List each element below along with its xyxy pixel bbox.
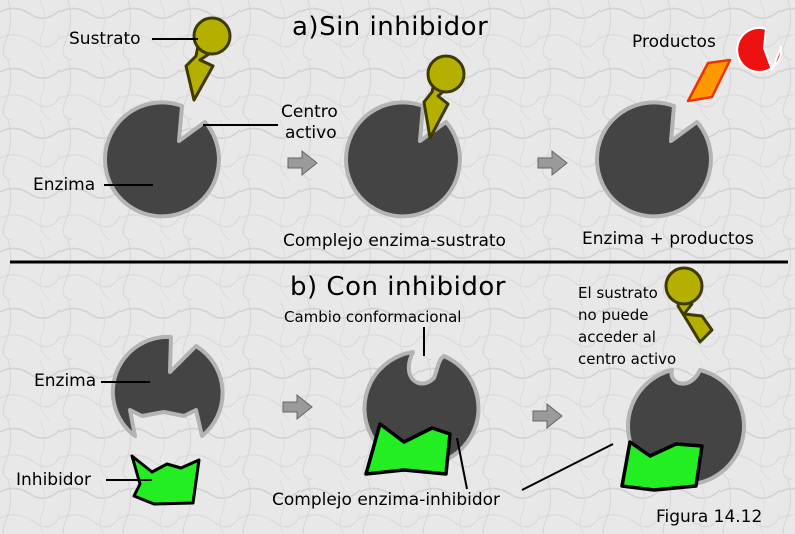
panel-a-title: a)Sin inhibidor [292, 12, 489, 42]
note-line-1: El sustrato [578, 284, 658, 302]
inhibitor-bound [620, 440, 704, 492]
leader-complejo-1 [456, 437, 468, 490]
label-activo: activo [285, 123, 337, 143]
figure-label: Figura 14.12 [656, 507, 763, 527]
inhibitor-bound [364, 422, 452, 476]
substrate-bound [422, 54, 466, 140]
inhibitor-shape [130, 454, 201, 506]
process-arrow-icon [282, 393, 313, 421]
label-inhibidor: Inhibidor [16, 470, 91, 490]
leader-complejo-2 [521, 443, 614, 491]
process-arrow-icon [532, 402, 563, 430]
note-line-4: centro activo [578, 350, 677, 368]
enzyme-released [594, 100, 713, 219]
label-centro: Centro [281, 102, 338, 122]
label-enzima-a: Enzima [33, 175, 96, 195]
substrate-blocked [664, 266, 714, 344]
label-enzima-b: Enzima [34, 371, 97, 391]
label-productos: Productos [632, 32, 716, 52]
product-shape-orange [686, 58, 732, 103]
caption-enzima-productos: Enzima + productos [582, 229, 754, 249]
process-arrow-icon [287, 149, 318, 177]
enzyme-substrate-complex [343, 100, 462, 219]
caption-complejo-sustrato: Complejo enzima-sustrato [283, 231, 506, 251]
panel-b-title: b) Con inhibidor [290, 272, 506, 302]
enzyme-free-b [110, 334, 225, 438]
caption-complejo-inhibidor: Complejo enzima-inhibidor [272, 490, 501, 510]
product-shape-red [736, 26, 783, 73]
note-line-3: acceder al [578, 328, 656, 346]
label-cambio-conformacional: Cambio conformacional [284, 308, 462, 326]
note-line-2: no puede [578, 306, 649, 324]
label-sustrato: Sustrato [69, 29, 141, 49]
enzyme-free [102, 100, 221, 219]
process-arrow-icon [537, 149, 568, 177]
substrate-shape [184, 16, 232, 102]
